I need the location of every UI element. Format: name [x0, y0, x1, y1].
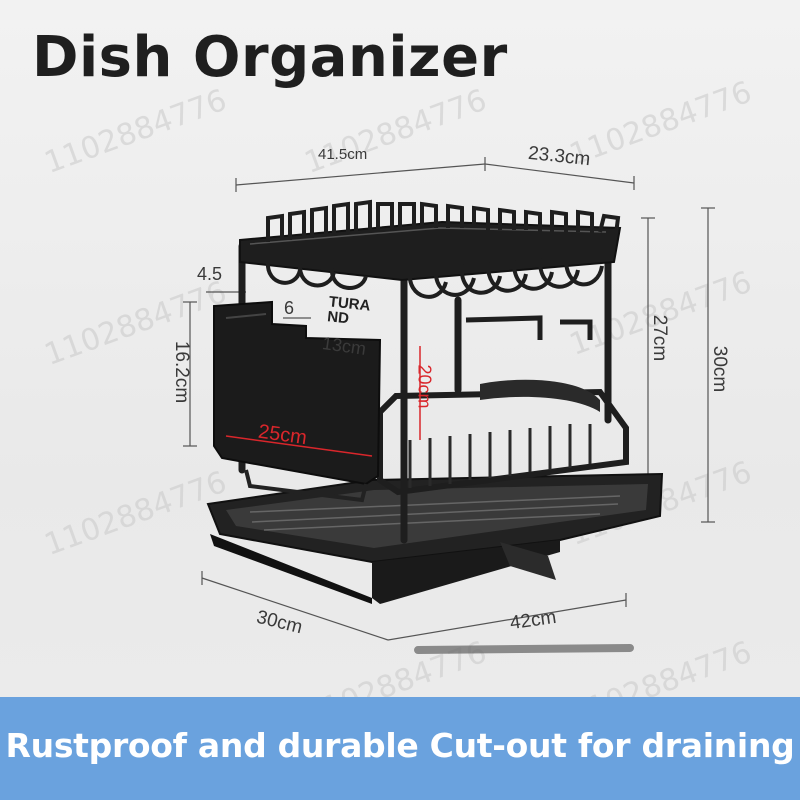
- rack-height-label: 27cm: [649, 314, 671, 362]
- page-title: Dish Organizer: [32, 25, 508, 90]
- holder-height-label: 16.2cm: [171, 340, 193, 404]
- holder-gap-label: 4.5: [197, 264, 223, 284]
- product-label: TURA ND: [326, 293, 371, 328]
- holder-inner-label: 6: [284, 298, 295, 318]
- total-height-label: 30cm: [709, 345, 731, 393]
- width-top-label: 41.5cm: [318, 146, 368, 163]
- inner-height-label: 20cm: [414, 364, 435, 409]
- feature-banner-text: Rustproof and durable Cut-out for draini…: [5, 726, 795, 765]
- feature-banner: [0, 697, 800, 800]
